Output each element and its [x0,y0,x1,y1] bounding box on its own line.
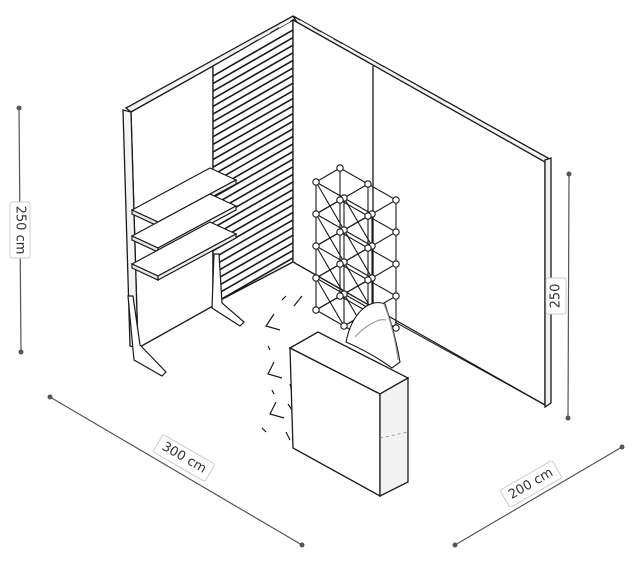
slat-line [213,44,293,92]
slat-line [213,242,293,290]
cube-shelf-joint [336,196,344,204]
slat-line [213,59,293,108]
cube-shelf-joint [392,196,400,204]
slat-line [213,90,293,138]
slat-line [213,82,293,130]
cube-shelf-joint [312,178,320,186]
slat-line [213,150,293,199]
slat-line [213,135,293,184]
top-edge-highlights [131,20,545,159]
cube-shelf-edge [371,231,397,247]
dim-label-width-front: 300 cm [153,434,215,482]
cube-shelf-joint [312,274,320,282]
shelf-leg-right [211,253,245,327]
slat-line [213,29,293,77]
cube-shelf-joint [336,164,344,172]
slat-line [213,234,293,282]
cube-shelf-joint [364,276,372,284]
slat-line [213,120,293,168]
cube-shelf-edge [371,263,397,279]
slat-line [213,97,293,146]
reception-counter [288,331,410,498]
cube-shelf-edge [371,199,397,215]
dim-label-height-right: 250 [545,277,567,315]
slat-line [213,52,293,100]
cube-shelf-joint [364,212,372,220]
shelf-bottom [130,221,238,282]
cube-shelf-joint [336,228,344,236]
cube-shelf-joint [336,260,344,268]
cube-shelf-edge [343,183,369,199]
chair [345,302,401,369]
slat-line [213,226,293,275]
shelf-leg-left [127,295,167,377]
slat-line [213,158,293,206]
slat-line [213,188,293,237]
cube-shelf-joint [336,292,344,300]
slat-line [213,249,293,298]
slat-line [213,105,293,153]
slat-line [213,257,293,304]
dimension-lines [16,105,625,548]
floor-markings [261,295,303,441]
slat-line [213,36,293,85]
cube-shelf-edge [315,167,341,183]
slat-line [213,219,293,267]
cube-shelf-joint [312,306,320,314]
slat-line [213,181,293,229]
cube-shelf-joint [312,210,320,218]
cube-shelf-joint [340,322,348,330]
slat-line [213,67,293,115]
slat-line [213,74,293,123]
cube-shelf-joint [392,292,400,300]
dim-text-height-right: 250 [549,284,564,309]
cube-shelf-joint [364,180,372,188]
cube-shelf-joint [312,242,320,250]
dim-label-height-left: 250 cm [9,201,31,259]
cube-shelf-joint [392,228,400,236]
cube-shelf-joint [364,244,372,252]
cube-shelf-joint [392,324,400,332]
cube-shelf-joint [392,260,400,268]
slat-line [213,128,293,176]
slat-line [213,112,293,161]
dim-text-height-left: 250 cm [13,206,28,255]
slat-line [213,211,293,260]
